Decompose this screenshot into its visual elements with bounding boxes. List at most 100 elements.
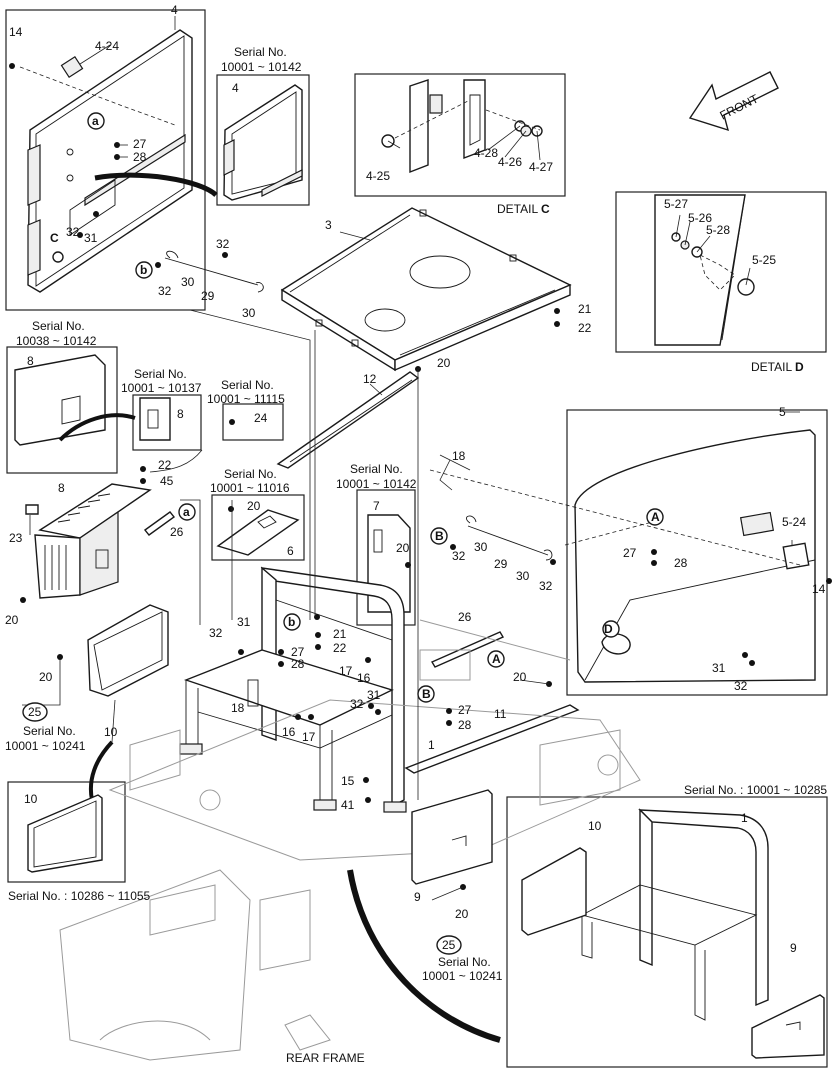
label-32-a: 32 bbox=[66, 225, 80, 239]
grille-cover-8 bbox=[25, 483, 152, 599]
label-29-d: 29 bbox=[494, 557, 508, 571]
inset-boxes bbox=[5, 9, 828, 1068]
label-9-b: 9 bbox=[790, 941, 797, 955]
serial-10-inset-box bbox=[7, 781, 126, 883]
label-31-a: 31 bbox=[84, 231, 98, 245]
callout-b-2 bbox=[283, 613, 301, 631]
label-4-26: 4-26 bbox=[498, 155, 522, 169]
detail-d-box bbox=[615, 191, 827, 353]
top-plate-3 bbox=[280, 207, 572, 372]
label-18-a: 18 bbox=[452, 449, 466, 463]
label-28-h: 28 bbox=[458, 718, 472, 732]
label-10-a: 10 bbox=[104, 725, 118, 739]
label-31-h: 31 bbox=[367, 688, 381, 702]
side-door-5 bbox=[429, 429, 816, 683]
label-31-g: 31 bbox=[712, 661, 726, 675]
cover-10-variant bbox=[27, 794, 103, 873]
label-14-right: 14 bbox=[812, 582, 826, 596]
callout-a-1-letter: a bbox=[92, 114, 99, 128]
label-32-c: 32 bbox=[158, 284, 172, 298]
label-32-h: 32 bbox=[350, 697, 364, 711]
label-serial-6-range: 10001 ~ 11016 bbox=[210, 481, 290, 495]
label-27-a: 27 bbox=[133, 137, 147, 151]
label-3: 3 bbox=[325, 218, 332, 232]
label-serial-7-title: Serial No. bbox=[350, 462, 403, 476]
label-serial-24-range: 10001 ~ 11115 bbox=[207, 392, 285, 406]
callout-a-2-letter: a bbox=[183, 505, 190, 519]
label-24: 24 bbox=[254, 411, 268, 425]
main-frame-1 bbox=[179, 566, 407, 813]
door-panel-4 bbox=[19, 29, 193, 293]
plate-6 bbox=[216, 509, 300, 556]
callout-A-1 bbox=[646, 508, 664, 526]
detail-d-caption: DETAIL D bbox=[751, 360, 804, 374]
leader-swoop-10 bbox=[88, 740, 114, 801]
label-serial-25a-range: 10001 ~ 10241 bbox=[5, 739, 86, 753]
detail-c-box bbox=[354, 73, 566, 197]
label-28-a: 28 bbox=[133, 150, 147, 164]
label-4-24: 4-24 bbox=[95, 39, 119, 53]
label-32-b: 32 bbox=[216, 237, 230, 251]
rod-29-upper bbox=[164, 250, 264, 293]
label-serial-8-title: Serial No. bbox=[32, 319, 85, 333]
serial-6-box bbox=[211, 494, 305, 561]
label-20-c: 20 bbox=[396, 541, 410, 555]
label-23: 23 bbox=[9, 531, 23, 545]
detail-c-caption: DETAIL C bbox=[497, 202, 550, 216]
label-1-b: 1 bbox=[741, 811, 748, 825]
label-22-f: 22 bbox=[333, 641, 347, 655]
label-serial-8b-title: Serial No. bbox=[134, 367, 187, 381]
panel-4-inset-box bbox=[5, 9, 206, 311]
callout-A-1-letter: A bbox=[651, 510, 660, 524]
label-serial-10286: Serial No. : 10286 ~ 11055 bbox=[8, 889, 151, 903]
stay-26 bbox=[143, 511, 505, 668]
serial-8-inset-box bbox=[6, 346, 118, 474]
callout-B-1-letter: B bbox=[435, 529, 444, 543]
leader-swoop-8 bbox=[58, 413, 136, 442]
panel-5-box bbox=[566, 409, 828, 696]
label-4-27: 4-27 bbox=[529, 160, 553, 174]
label-30-e: 30 bbox=[516, 569, 530, 583]
rear-frame bbox=[59, 619, 641, 1061]
label-20-f: 20 bbox=[455, 907, 469, 921]
label-20-d: 20 bbox=[5, 613, 19, 627]
label-5-24: 5-24 bbox=[782, 515, 806, 529]
leader-swoop-9 bbox=[347, 869, 501, 1043]
label-27-f: 27 bbox=[291, 645, 305, 659]
label-4-detail: 4 bbox=[232, 81, 239, 95]
leader-swoop-4 bbox=[94, 172, 218, 197]
callout-D bbox=[602, 620, 620, 638]
label-8-a: 8 bbox=[27, 354, 34, 368]
rod-29-lower bbox=[465, 515, 553, 561]
callout-D-letter: D bbox=[604, 622, 613, 636]
label-serial-4-range: 10001 ~ 10142 bbox=[221, 60, 302, 74]
label-serial-7-range: 10001 ~ 10142 bbox=[336, 477, 417, 491]
label-15: 15 bbox=[341, 774, 355, 788]
label-serial-10285: Serial No. : 10001 ~ 10285 bbox=[684, 783, 827, 797]
label-28-f: 28 bbox=[291, 657, 305, 671]
label-27-h: 27 bbox=[458, 703, 472, 717]
callout-B-2-letter: B bbox=[422, 687, 431, 701]
label-serial-25b-title: Serial No. bbox=[438, 955, 491, 969]
leader-lines bbox=[22, 16, 800, 901]
label-17-a: 17 bbox=[339, 664, 353, 678]
label-7: 7 bbox=[373, 499, 380, 513]
label-4-28: 4-28 bbox=[474, 146, 498, 160]
label-22-a: 22 bbox=[578, 321, 592, 335]
label-25-b: 25 bbox=[442, 938, 456, 952]
label-22-b: 22 bbox=[158, 458, 172, 472]
label-5-25: 5-25 bbox=[752, 253, 776, 267]
label-9-a: 9 bbox=[414, 890, 421, 904]
label-10-c: 10 bbox=[588, 819, 602, 833]
label-12: 12 bbox=[363, 372, 377, 386]
callout-B-1 bbox=[430, 527, 448, 545]
label-26-b: 26 bbox=[458, 610, 472, 624]
callout-a-2 bbox=[178, 503, 196, 521]
frame-1-variant bbox=[521, 808, 825, 1059]
label-8-c: 8 bbox=[58, 481, 65, 495]
detail-d-drawing bbox=[654, 194, 755, 346]
label-serial-25a-title: Serial No. bbox=[23, 724, 76, 738]
label-serial-6-title: Serial No. bbox=[224, 467, 277, 481]
serial-24-box bbox=[222, 403, 284, 441]
label-5-27: 5-27 bbox=[664, 197, 688, 211]
